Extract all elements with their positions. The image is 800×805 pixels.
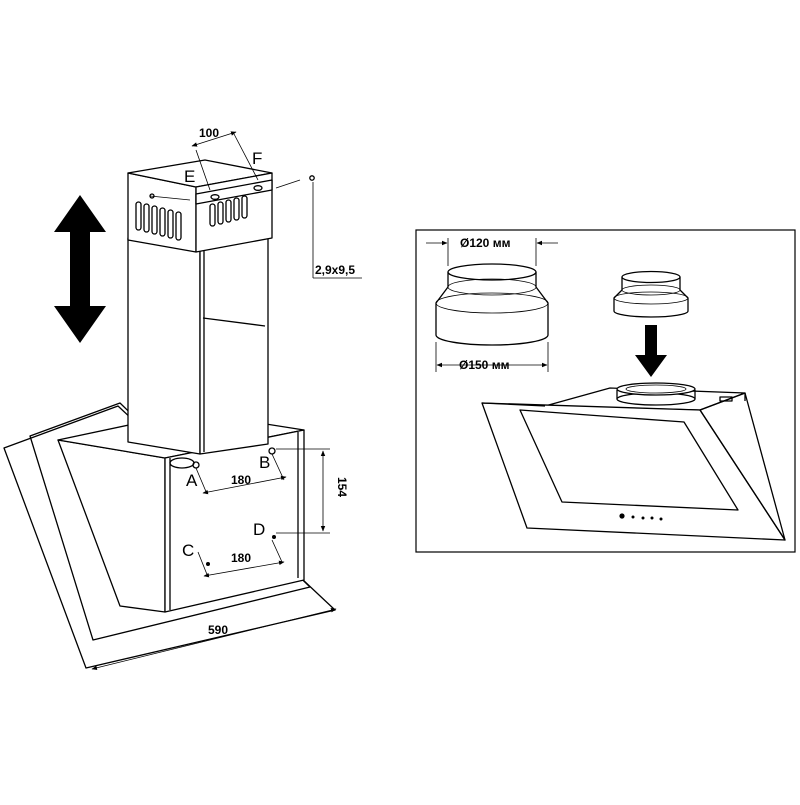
small-adapter-icon bbox=[613, 270, 689, 318]
large-diameter-label: Ø150 мм bbox=[459, 358, 510, 372]
dimension-top-width bbox=[191, 131, 259, 191]
label-c: C bbox=[182, 541, 194, 560]
chimney-joint bbox=[202, 317, 266, 327]
up-down-arrow-icon bbox=[54, 195, 106, 343]
screw-line bbox=[275, 179, 301, 189]
large-adapter-icon bbox=[435, 263, 549, 346]
dimension-label: 180 bbox=[231, 473, 251, 487]
small-diameter-label: Ø120 мм bbox=[460, 236, 511, 250]
top-mounting-bracket bbox=[195, 179, 273, 205]
dimension-label: 154 bbox=[335, 477, 349, 497]
dimension-large-diameter bbox=[435, 342, 549, 372]
dimension-cd bbox=[197, 539, 285, 578]
dimension-small-diameter bbox=[426, 238, 558, 266]
hole-c-icon bbox=[206, 562, 210, 566]
bracket-hole-e bbox=[210, 194, 220, 200]
hood-top-view bbox=[481, 382, 786, 541]
dimension-label: 180 bbox=[231, 551, 251, 565]
screw-icon bbox=[149, 193, 155, 199]
screw-callout bbox=[312, 182, 362, 279]
control-button-icon bbox=[659, 517, 663, 521]
chimney-outer-side bbox=[199, 235, 269, 455]
control-button-icon bbox=[631, 515, 635, 519]
hole-d-icon bbox=[272, 535, 276, 539]
vent-slots bbox=[135, 195, 248, 241]
label-a: A bbox=[186, 471, 198, 490]
chimney-outer-front bbox=[127, 237, 201, 455]
control-button-icon bbox=[641, 516, 645, 520]
screw-size-label: 2,9x9,5 bbox=[315, 263, 355, 277]
dimension-total-width bbox=[91, 608, 337, 670]
bracket-hole-f bbox=[253, 185, 263, 191]
label-e: E bbox=[184, 167, 195, 186]
hood-front-face bbox=[164, 429, 305, 613]
dimension-label: 590 bbox=[208, 623, 228, 637]
label-f: F bbox=[252, 149, 262, 168]
dimension-label: 100 bbox=[199, 126, 219, 140]
control-button-icon bbox=[619, 513, 625, 519]
hood-with-chimney bbox=[3, 159, 336, 669]
dimension-ab bbox=[195, 453, 287, 495]
screw-line bbox=[149, 195, 191, 201]
label-d: D bbox=[253, 520, 265, 539]
down-arrow-icon bbox=[635, 325, 667, 377]
adapter-detail-panel bbox=[415, 229, 796, 553]
label-b: B bbox=[259, 453, 270, 472]
dimension-vertical bbox=[276, 448, 330, 534]
screw-icon bbox=[309, 175, 315, 181]
glass-inner-outline bbox=[29, 402, 311, 641]
control-button-icon bbox=[650, 516, 654, 520]
